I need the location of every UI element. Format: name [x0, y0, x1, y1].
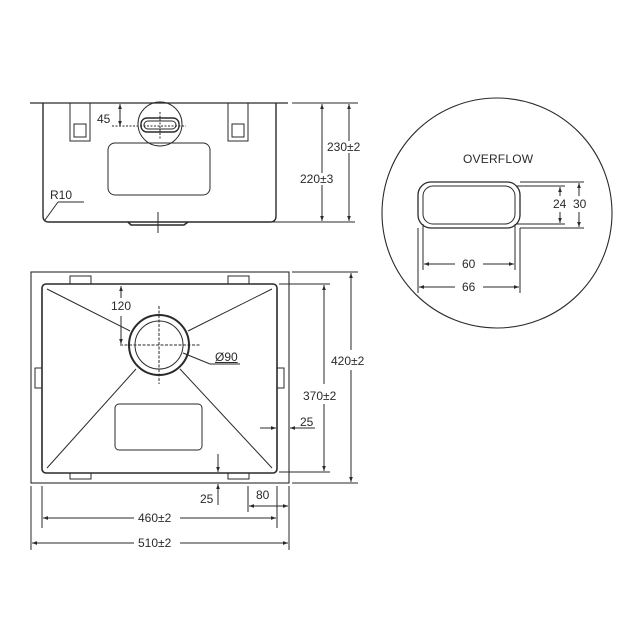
dim-overall-height: 230±2 [327, 140, 361, 154]
mounting-clip [227, 102, 249, 142]
dim-clip-offset: 80 [256, 488, 270, 502]
mounting-clip [69, 102, 91, 142]
dim-overall-width: 510±2 [138, 536, 172, 550]
dim-overflow-inner-height: 24 [553, 197, 567, 211]
clip [69, 275, 92, 285]
side-view [30, 101, 358, 233]
clip [276, 367, 285, 389]
dim-overflow-outer-width: 66 [462, 280, 476, 294]
overflow-title: OVERFLOW [463, 152, 534, 166]
clip [69, 472, 92, 480]
dim-bowl-depth: 220±3 [300, 172, 334, 186]
overflow-detail-view [381, 97, 613, 329]
dim-flange-side: 25 [300, 415, 314, 429]
dim-overflow-offset: 45 [97, 112, 111, 126]
dim-overflow-inner-width: 60 [462, 257, 476, 271]
dim-overflow-outer-height: 30 [573, 197, 587, 211]
flange-outline [30, 271, 290, 484]
dim-corner-radius: R10 [50, 188, 73, 202]
dim-bowl-depth-plan: 370±2 [303, 389, 337, 403]
dim-drain-diameter: Ø90 [215, 350, 238, 364]
dim-bowl-width: 460±2 [138, 511, 172, 525]
clip [34, 367, 43, 389]
clip [227, 472, 250, 480]
dim-overall-depth: 420±2 [331, 354, 365, 368]
dim-flange-bottom: 25 [200, 492, 214, 506]
dim-drain-offset: 120 [111, 299, 132, 313]
plan-view [30, 271, 358, 550]
recess-panel-plan [114, 403, 203, 451]
clip [227, 275, 250, 285]
overflow-detail-callout [137, 101, 183, 147]
recess-panel [107, 142, 211, 196]
